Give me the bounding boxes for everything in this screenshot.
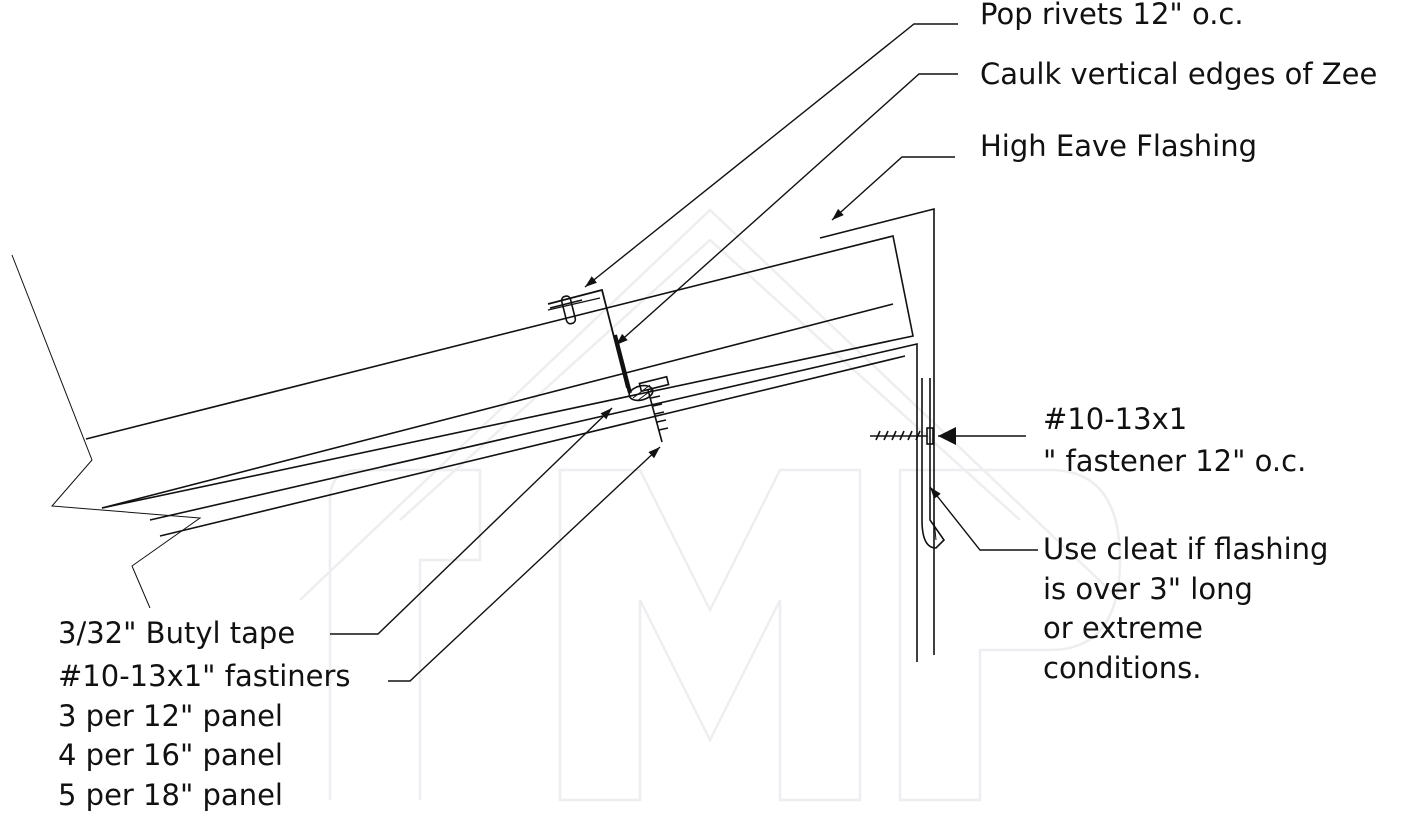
cleat bbox=[921, 378, 946, 549]
cleat-note-line: is over 3" long bbox=[1043, 571, 1253, 606]
left-break-line bbox=[11, 254, 202, 609]
high-eave-flashing bbox=[819, 207, 935, 655]
insulated-panel bbox=[85, 235, 914, 509]
label-butyl-tape: 3/32" Butyl tape bbox=[58, 616, 296, 650]
cleat-note-line: conditions. bbox=[1043, 650, 1202, 685]
cleat-note-line: or extreme bbox=[1043, 611, 1203, 645]
label-cleat-note: Use cleat if flashing is over 3" long or… bbox=[1043, 530, 1328, 688]
substrate-sheet bbox=[149, 342, 918, 662]
leader-caulk bbox=[615, 73, 958, 346]
fastiners-note-line: 5 per 18" panel bbox=[58, 777, 283, 812]
label-fastener-line-2: " fastener 12" o.c. bbox=[1043, 444, 1307, 478]
label-fastiners-note: #10-13x1" fastiners 3 per 12" panel 4 pe… bbox=[58, 657, 351, 815]
label-fastener-line-1: #10-13x1 bbox=[1043, 402, 1188, 436]
substrate-inner-line bbox=[159, 355, 906, 537]
watermark-logo bbox=[299, 208, 1122, 802]
label-caulk: Caulk vertical edges of Zee bbox=[980, 57, 1378, 91]
fastiners-note-line: #10-13x1" fastiners bbox=[58, 659, 351, 693]
leader-cleat bbox=[929, 486, 1038, 551]
leader-fastiners bbox=[388, 446, 661, 682]
label-high-eave-flashing: High Eave Flashing bbox=[980, 129, 1258, 163]
pop-rivet-icon bbox=[549, 295, 583, 325]
leader-pop-rivets bbox=[584, 23, 958, 288]
side-fastener-icon bbox=[870, 427, 934, 445]
leader-butyl bbox=[330, 407, 613, 635]
panel-inner-line bbox=[101, 303, 894, 509]
fastiners-note-line: 3 per 12" panel bbox=[58, 698, 283, 733]
panel-screw-icon bbox=[638, 375, 670, 443]
cleat-note-line: Use cleat if flashing bbox=[1043, 532, 1329, 566]
fastiners-note-line: 4 per 16" panel bbox=[58, 738, 283, 772]
leader-high-eave bbox=[831, 156, 955, 221]
label-pop-rivets: Pop rivets 12" o.c. bbox=[980, 0, 1244, 31]
